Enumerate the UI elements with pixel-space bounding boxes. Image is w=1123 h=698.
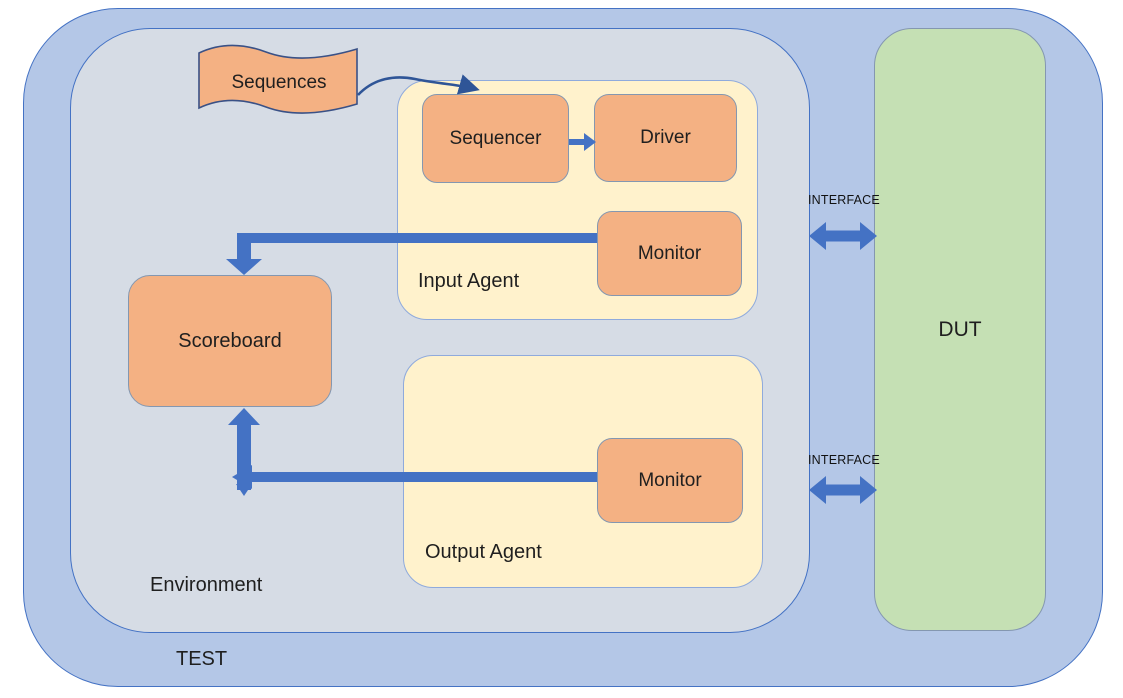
sequences-flag: Sequences — [198, 47, 360, 118]
input-agent-label: Input Agent — [418, 270, 520, 292]
sequences-label: Sequences — [231, 71, 327, 93]
driver-label: Driver — [640, 127, 691, 148]
scoreboard-label: Scoreboard — [178, 329, 282, 352]
output-monitor-label: Monitor — [638, 469, 702, 491]
driver-box: Driver — [594, 94, 737, 182]
dut-box: DUT — [874, 28, 1046, 631]
output-monitor-box: Monitor — [597, 438, 743, 523]
test-label: TEST — [176, 648, 228, 670]
interface-label-bottom: INTERFACE — [808, 453, 880, 467]
sequencer-box: Sequencer — [422, 94, 569, 183]
dut-label: DUT — [938, 317, 982, 341]
scoreboard-box: Scoreboard — [128, 275, 332, 407]
sequencer-label: Sequencer — [449, 127, 542, 149]
input-monitor-box: Monitor — [597, 211, 742, 296]
environment-label: Environment — [150, 574, 263, 596]
interface-label-top: INTERFACE — [808, 193, 880, 207]
output-agent-label: Output Agent — [425, 541, 542, 563]
input-monitor-label: Monitor — [637, 242, 702, 264]
